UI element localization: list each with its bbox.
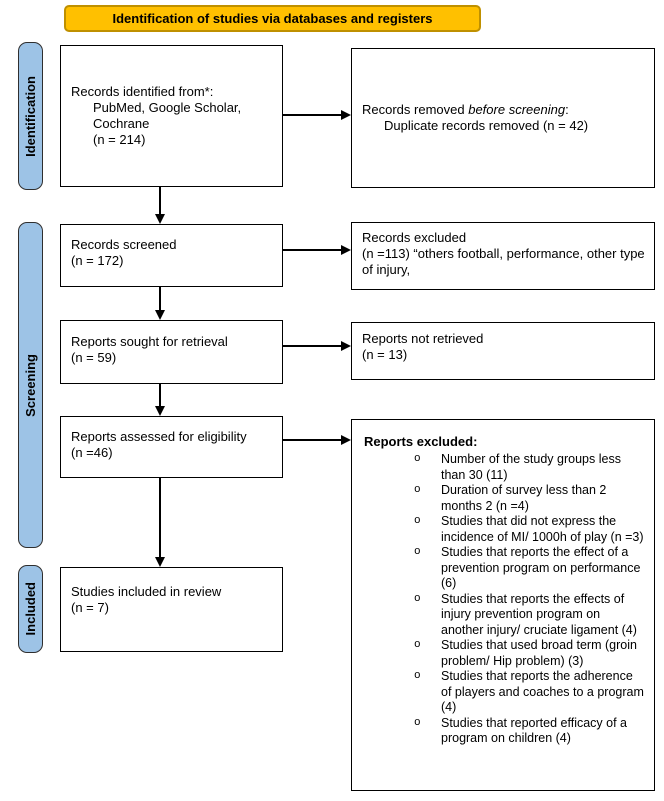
box-records-screened: Records screened (n = 172)	[60, 224, 283, 287]
reports-excluded-item-text: Studies that reports the effect of a pre…	[441, 545, 641, 590]
reports-excluded-item: o Studies that reports the adherence of …	[364, 669, 644, 716]
reports-excluded-item: o Duration of survey less than 2 months …	[364, 483, 644, 514]
box-studies-included: Studies included in review (n = 7)	[60, 567, 283, 652]
circle-bullet-icon: o	[414, 453, 421, 465]
arrow-identified-to-screened	[155, 187, 164, 224]
box-reports-sought: Reports sought for retrieval (n = 59)	[60, 320, 283, 384]
arrow-screened-to-sought	[155, 287, 164, 320]
reports-excluded-item-text: Number of the study groups less than 30 …	[441, 452, 621, 482]
box-reports-assessed: Reports assessed for eligibility (n =46)	[60, 416, 283, 478]
records-identified-title: Records identified from*:	[71, 84, 214, 99]
stage-label-identification: Identification	[18, 42, 43, 190]
reports-assessed-count: (n =46)	[71, 445, 113, 460]
reports-excluded-item: o Studies that reports the effects of in…	[364, 592, 644, 639]
reports-excluded-item-text: Studies that did not express the inciden…	[441, 514, 644, 544]
stage-label-screening-text: Screening	[23, 353, 38, 417]
reports-assessed-title: Reports assessed for eligibility	[71, 429, 247, 444]
box-records-identified: Records identified from*: PubMed, Google…	[60, 45, 283, 187]
records-identified-sources-2: Cochrane	[93, 116, 150, 131]
circle-bullet-icon: o	[414, 592, 421, 605]
reports-excluded-item-text: Studies that reports the effects of inju…	[441, 591, 637, 637]
stage-label-screening: Screening	[18, 222, 43, 548]
reports-sought-count: (n = 59)	[71, 350, 117, 365]
box-records-removed: Records removed before screening: Duplic…	[351, 48, 655, 188]
reports-not-retrieved-count: (n = 13)	[362, 347, 408, 362]
stage-label-included-text: Included	[23, 582, 38, 636]
reports-excluded-title: Reports excluded:	[364, 434, 478, 449]
records-removed-detail: Duplicate records removed (n = 42)	[384, 118, 589, 133]
arrow-screened-to-excluded	[283, 245, 351, 254]
box-records-excluded: Records excluded (n =113) “others footba…	[351, 222, 655, 290]
records-excluded-detail: (n =113) “others football, performance, …	[362, 246, 645, 277]
reports-excluded-item: o Studies that reported efficacy of a pr…	[364, 716, 644, 747]
reports-excluded-item-text: Duration of survey less than 2 months 2 …	[441, 483, 607, 513]
arrow-sought-to-assessed	[155, 384, 164, 416]
records-identified-count: (n = 214)	[93, 132, 146, 147]
circle-bullet-icon: o	[414, 546, 421, 558]
circle-bullet-icon: o	[414, 484, 421, 496]
circle-bullet-icon: o	[414, 515, 421, 527]
arrow-sought-to-not-retrieved	[283, 341, 351, 350]
studies-included-count: (n = 7)	[71, 600, 109, 615]
stage-label-included: Included	[18, 565, 43, 653]
studies-included-title: Studies included in review	[71, 584, 222, 599]
reports-excluded-list: o Number of the study groups less than 3…	[364, 452, 644, 747]
records-screened-count: (n = 172)	[71, 253, 124, 268]
reports-excluded-item: o Studies that used broad term (groin pr…	[364, 638, 644, 669]
circle-bullet-icon: o	[414, 639, 421, 651]
banner: Identification of studies via databases …	[64, 5, 481, 32]
reports-excluded-item: o Studies that reports the effect of a p…	[364, 545, 644, 592]
reports-excluded-item-text: Studies that used broad term (groin prob…	[441, 638, 637, 668]
reports-sought-title: Reports sought for retrieval	[71, 334, 228, 349]
reports-excluded-item-text: Studies that reported efficacy of a prog…	[441, 715, 627, 746]
records-removed-title-italic: before screening	[468, 102, 566, 117]
records-identified-sources-1: PubMed, Google Scholar,	[93, 100, 242, 115]
reports-excluded-item: o Number of the study groups less than 3…	[364, 452, 644, 483]
reports-excluded-item-text: Studies that reports the adherence of pl…	[441, 669, 644, 714]
banner-title: Identification of studies via databases …	[112, 11, 433, 26]
stage-label-identification-text: Identification	[23, 75, 38, 157]
box-reports-not-retrieved: Reports not retrieved (n = 13)	[351, 322, 655, 380]
records-excluded-title: Records excluded	[362, 230, 467, 245]
box-reports-excluded: Reports excluded: o Number of the study …	[351, 419, 655, 791]
records-screened-title: Records screened	[71, 237, 177, 252]
circle-bullet-icon: o	[414, 716, 421, 729]
records-removed-title: Records removed before screening:	[362, 102, 569, 117]
reports-not-retrieved-title: Reports not retrieved	[362, 331, 484, 346]
arrow-assessed-to-reports-excluded	[283, 435, 351, 444]
arrow-assessed-to-included	[155, 478, 164, 567]
circle-bullet-icon: o	[414, 670, 421, 682]
arrow-identified-to-removed	[283, 110, 351, 119]
reports-excluded-item: o Studies that did not express the incid…	[364, 514, 644, 545]
